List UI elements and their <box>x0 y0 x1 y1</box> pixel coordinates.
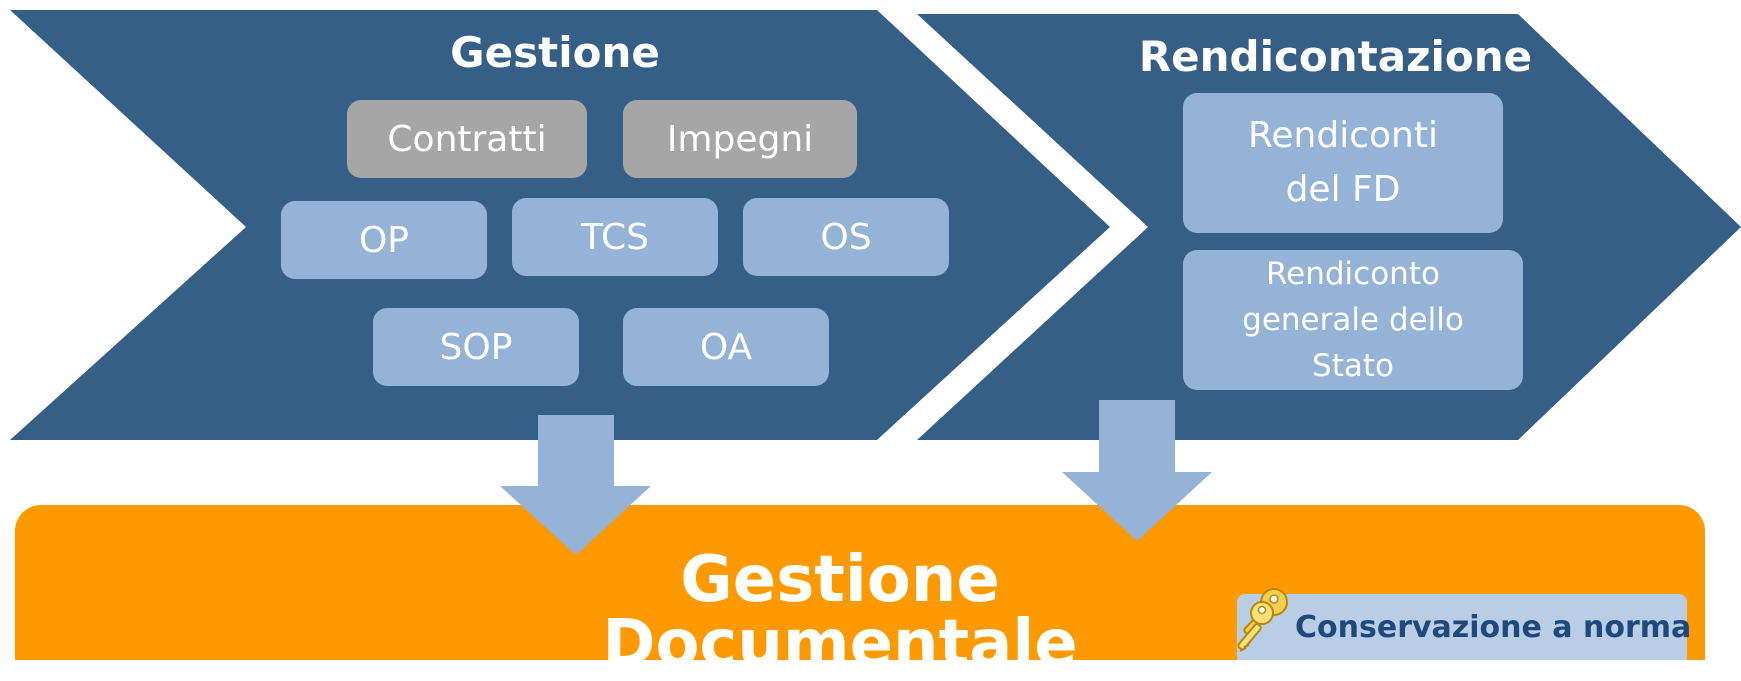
impegni-label: Impegni <box>666 118 814 160</box>
rendiconti-fd-line-2: del FD <box>1285 169 1401 210</box>
rendiconto-generale-box: Rendiconto generale dello Stato <box>1183 250 1523 390</box>
conservazione-label: Conservazione a norma <box>1295 609 1692 645</box>
keys-icon <box>1237 588 1288 652</box>
oa-label: OA <box>699 326 753 368</box>
process-diagram: Gestione Contratti Impegni OP TCS OS SOP… <box>10 10 1741 660</box>
impegni-box: Impegni <box>623 100 857 178</box>
rendicontazione-title: Rendicontazione <box>1138 32 1533 81</box>
tcs-label: TCS <box>581 216 649 258</box>
os-box: OS <box>743 198 949 276</box>
op-label: OP <box>358 219 410 261</box>
rendiconto-generale-line-2: generale dello <box>1242 302 1464 338</box>
sop-box: SOP <box>373 308 579 386</box>
arrows-layer <box>500 400 1212 555</box>
rendiconto-generale-line-1: Rendiconto <box>1266 256 1440 292</box>
gestione-documentale-title: Gestione Documentale <box>602 543 1078 681</box>
os-label: OS <box>820 216 872 258</box>
gestione-title: Gestione <box>450 28 660 77</box>
rendiconto-generale-line-3: Stato <box>1312 348 1394 384</box>
rendiconti-fd-box: Rendiconti del FD <box>1183 93 1503 233</box>
contratti-label: Contratti <box>387 118 547 160</box>
contratti-box: Contratti <box>347 100 587 178</box>
sop-label: SOP <box>439 326 513 368</box>
oa-box: OA <box>623 308 829 386</box>
op-box: OP <box>281 201 487 279</box>
rendicontazione-down-arrow <box>1062 400 1212 541</box>
rendiconti-fd-line-1: Rendiconti <box>1248 115 1438 156</box>
tcs-box: TCS <box>512 198 718 276</box>
conservazione-badge: Conservazione a norma <box>1237 594 1691 660</box>
gestione-down-arrow <box>500 415 651 555</box>
